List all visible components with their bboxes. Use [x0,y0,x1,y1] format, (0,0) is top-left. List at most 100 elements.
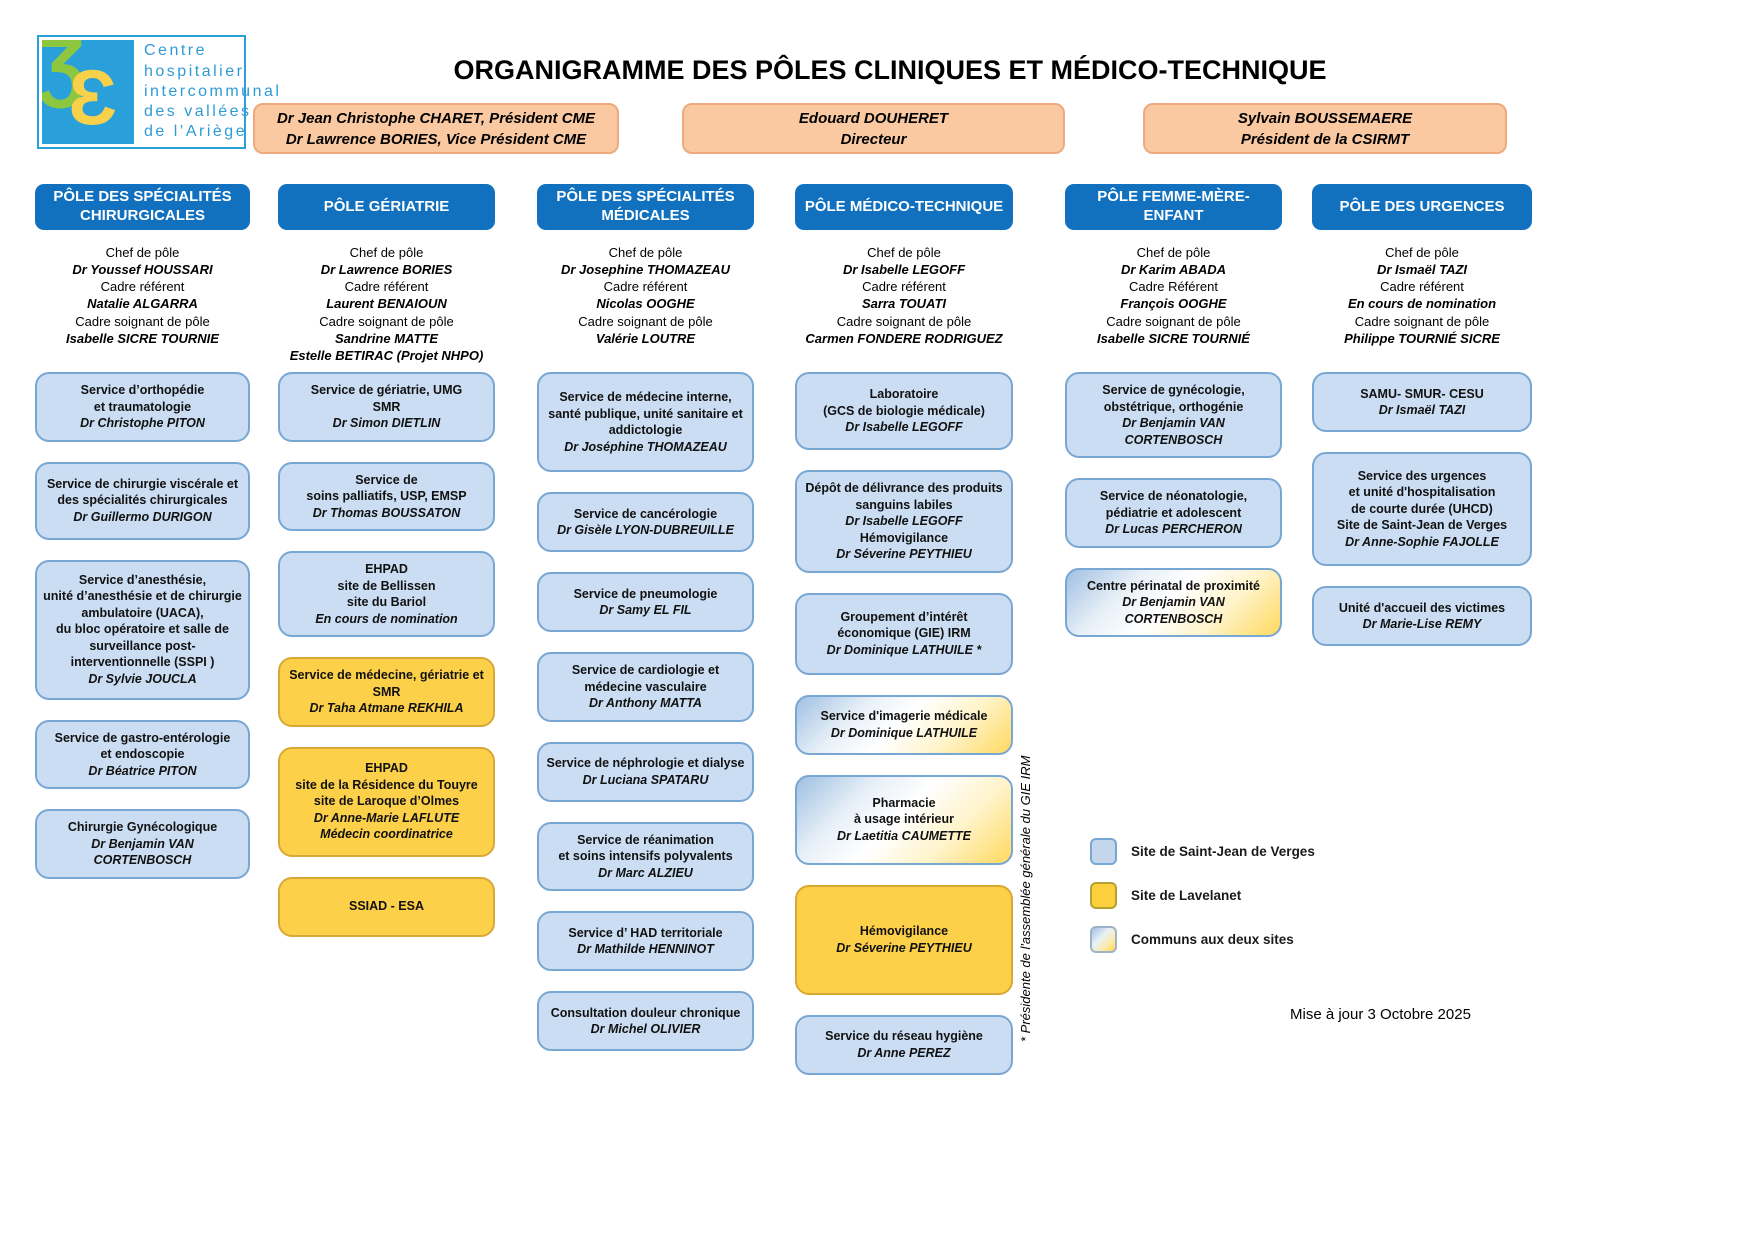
service-title-line: pédiatrie et adolescent [1105,505,1242,520]
service-doctor-line: Dr Christophe PITON [80,416,205,430]
gie-footnote: * Présidente de l'assemblée générale du … [1018,755,1033,1042]
service-title-line: Service d'imagerie médicale [820,709,988,723]
service-title-line: Centre périnatal de proximité [1087,578,1260,593]
service-title-line: Laboratoire [869,387,939,402]
service-title-line: et soins intensifs polyvalents [558,849,733,863]
staff-name: Dr Lawrence BORIES [320,262,453,278]
staff-role: Cadre référent [603,279,688,295]
exec-line: Directeur [840,130,907,148]
service-title-line: sanguins labiles [855,497,953,512]
service-title-line: Service de cancérologie [573,506,718,521]
service-box: SSIAD - ESA [278,876,495,937]
service-doctor-line: Dr Anthony MATTA [589,696,702,710]
service-doctor-line: Dr Benjamin VAN CORTENBOSCH [1122,595,1225,626]
service-title-line: Service de médecine, gériatrie et [289,668,484,682]
service-box: Service de néphrologie et dialyse Dr Luci… [537,741,754,802]
legend-label: Site de Lavelanet [1131,888,1242,903]
exec-box-directeur: Edouard DOUHERET Directeur [682,103,1065,154]
service-title-line: Service d’anesthésie, [78,572,207,587]
service-box: Service de réanimation et soins intensifs… [537,821,754,891]
staff-name: Isabelle SICRE TOURNIE [66,330,219,346]
service-box: Centre périnatal de proximité Dr Benjamin… [1065,567,1282,637]
service-title-line: site de Laroque d’Olmes [313,794,460,809]
service-title-line: Pharmacie [872,795,936,810]
service-doctor-line: Dr Lucas PERCHERON [1105,522,1242,536]
exec-line: Sylvain BOUSSEMAERE [1237,109,1413,127]
service-doctor-line: Dr Thomas BOUSSATON [312,505,461,520]
service-box: Service de néonatologie,pédiatrie et ado… [1065,478,1282,548]
legend-item-lavelanet: Site de Lavelanet [1090,882,1315,909]
service-title-line: Dépôt de délivrance des produits [805,481,1003,495]
service-box: Service d’anesthésie, unité d’anesthésie … [35,559,250,700]
staff-name: Nicolas OOGHE [596,296,695,312]
service-title-line: Hémovigilance [859,924,949,938]
service-doctor-line: Médecin coordinatrice [320,827,453,842]
service-title-line: SMR [372,399,401,414]
staff-role: Chef de pôle [349,245,424,260]
service-title-line: Groupement d’intérêt [840,609,968,624]
pole-header: PÔLE GÉRIATRIE [278,184,495,230]
hospital-name-line: de l’Ariège [144,123,248,141]
service-title-line: Service de gynécologie, [1102,383,1245,397]
staff-name: Dr Karim ABADA [1121,262,1226,278]
hospital-logo: Ʒ Ɛ Centre hospitalier intercommunal des… [37,35,279,149]
service-doctor-line: Dr Isabelle LEGOFF [845,420,963,435]
staff-role: Cadre référent [344,279,429,295]
mixed-site-swatch [1090,926,1117,953]
service-title-line: Service de néphrologie et dialyse [546,756,745,770]
service-title-line: Service de gériatrie, UMG [310,383,463,397]
service-title-line: Service des urgences [1357,468,1487,483]
service-doctor-line: Dr Guillermo DURIGON [73,509,212,524]
service-title-line: Service de réanimation [577,832,714,847]
service-doctor-line: Dr Luciana SPATARU [582,772,709,787]
legend-label: Communs aux deux sites [1131,932,1294,947]
staff-role: Cadre soignant de pôle [1106,313,1241,329]
service-title-line: Unité d'accueil des victimes [1338,600,1506,615]
page-title: ORGANIGRAMME DES PÔLES CLINIQUES ET MÉDI… [453,55,1327,85]
service-title-line: médecine vasculaire [584,679,707,694]
staff-name: Isabelle SICRE TOURNIÉ [1097,330,1250,346]
staff-role: Cadre référent [1380,279,1464,295]
staff-name: Laurent BENAIOUN [326,296,447,312]
service-doctor-line: Dr Dominique LATHUILE [830,725,978,740]
service-doctor-line: Dr Dominique LATHUILE * [826,642,982,657]
pole-column: PÔLE GÉRIATRIE Chef de pôle Dr Lawrence BO… [278,184,495,957]
pole-header: PÔLE FEMME-MÈRE-ENFANT [1065,184,1282,230]
blue-site-swatch [1090,838,1117,865]
staff-name: François OOGHE [1120,296,1227,312]
service-doctor-line: Dr Béatrice PITON [88,763,197,778]
staff-name: Dr Josephine THOMAZEAU [560,262,730,278]
legend-label: Site de Saint-Jean de Verges [1131,844,1315,859]
service-title-line: EHPAD [365,562,408,576]
service-title-line: du bloc opératoire et salle de [56,622,229,637]
service-title-line: Site de Saint-Jean de Verges [1336,518,1508,533]
staff-role: Cadre soignant de pôle [1354,313,1490,329]
service-doctor-line: Dr Benjamin VAN CORTENBOSCH [91,836,194,868]
service-doctor-line: Dr Marie-Lise REMY [1362,617,1482,631]
pole-header: PÔLE MÉDICO-TECHNIQUE [795,184,1013,230]
exec-line: Dr Jean Christophe CHARET, Président CME [276,109,596,127]
service-title-line: Service de chirurgie viscérale et [46,476,239,491]
service-title-line: unité d’anesthésie et de chirurgie [43,589,242,604]
service-title-line: (GCS de biologie médicale) [823,403,985,418]
service-doctor-line: Dr Samy EL FIL [599,603,692,617]
service-title-line: Service de pneumologie [573,586,718,601]
hospital-name: Centre hospitalier intercommunal des val… [137,37,281,147]
